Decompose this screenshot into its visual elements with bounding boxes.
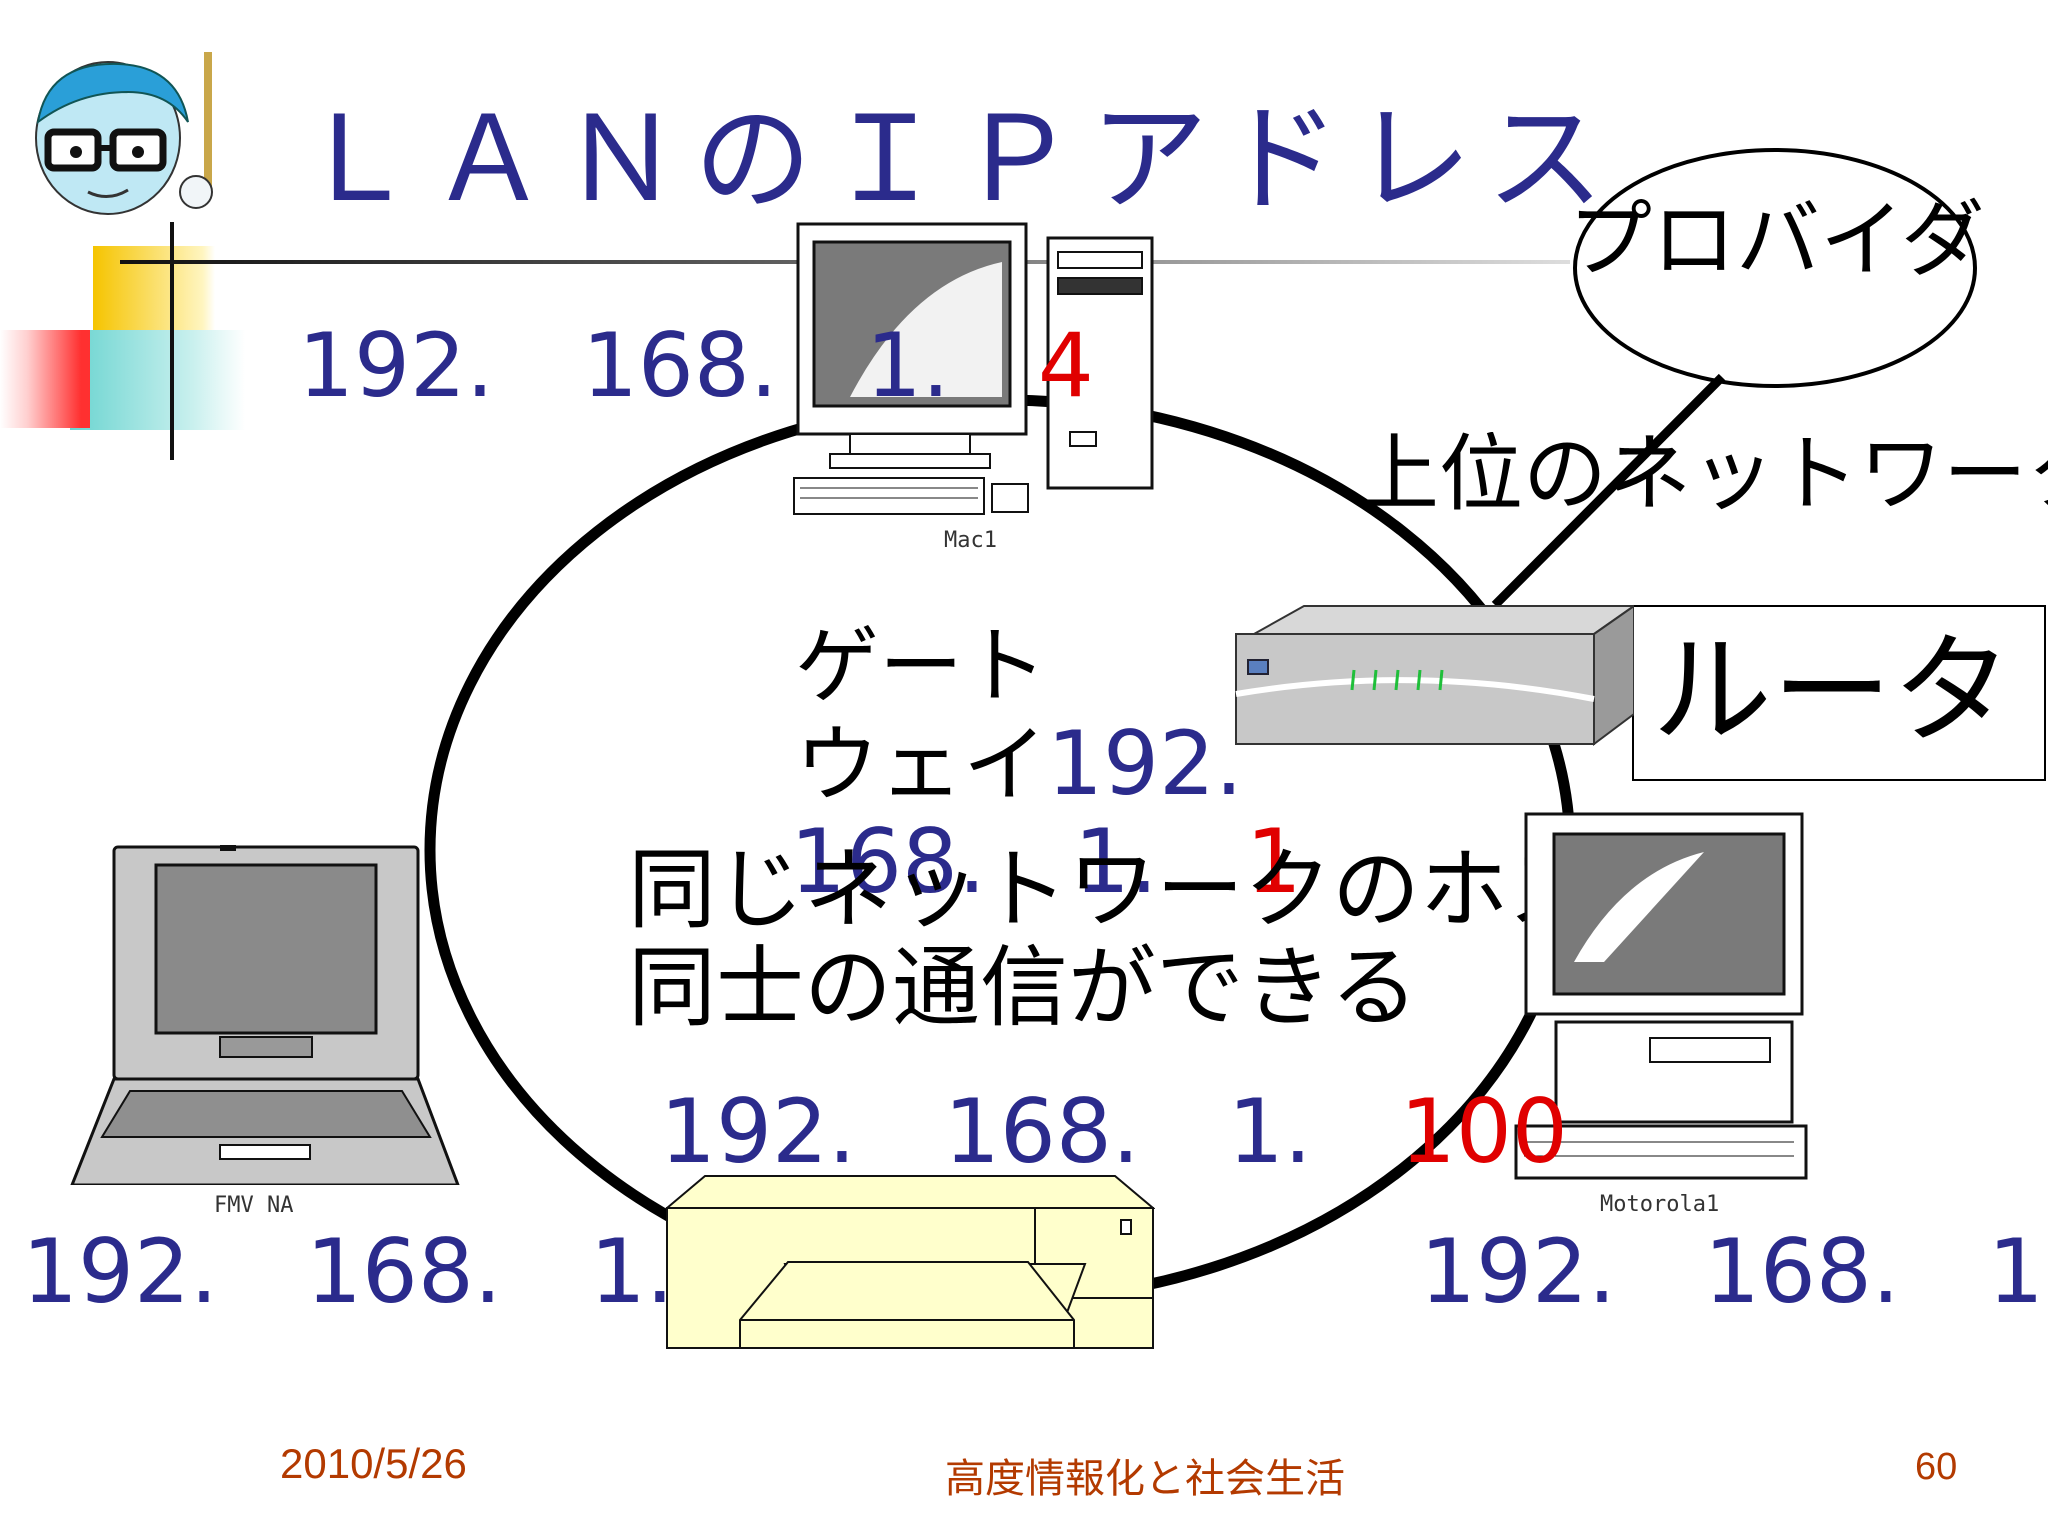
desktop-device-name: Motorola1	[1600, 1192, 1720, 1217]
deco-cyan-square	[70, 330, 245, 430]
printer-ip-prefix: 192. 168. 1.	[660, 1080, 1400, 1183]
router-icon	[1235, 604, 1634, 746]
printer-ip-address: 192. 168. 1. 100	[660, 1088, 1568, 1176]
laptop-device-name: FMV NA	[214, 1193, 294, 1218]
deco-red-square	[0, 330, 90, 428]
gateway-label-line2: ウェイ	[795, 716, 1048, 814]
desktop-ip-address: 192. 168. 1. 3	[1420, 1228, 2048, 1316]
mac-ip-host: 4	[1037, 314, 1094, 417]
provider-ellipse	[1573, 148, 1977, 388]
laptop-icon	[70, 845, 460, 1185]
mac-ip-prefix: 192. 168. 1.	[298, 314, 1038, 417]
teacher-mascot-icon	[35, 52, 213, 215]
provider-label: プロバイダ	[1568, 191, 1985, 289]
deco-vertical-line	[170, 222, 174, 460]
same-network-caption-line2: 同士の通信ができる	[628, 936, 1419, 1039]
gateway-ip-part2: 168. 1.	[790, 810, 1246, 913]
mac-computer-icon	[793, 222, 1154, 515]
router-label: ルータ	[1652, 622, 2012, 761]
gateway-ip-line2: 168. 1. 1	[790, 818, 1302, 906]
upper-network-label: 上位のネットワーク	[1355, 432, 2048, 516]
uplink-line	[1491, 373, 1726, 609]
desktop-ip-clip: 192. 168. 1. 3	[1420, 1228, 2048, 1328]
printer-ip-host: 100	[1399, 1080, 1568, 1183]
mac-device-name: Mac1	[944, 528, 997, 553]
footer-course-title: 高度情報化と社会生活	[945, 1456, 1345, 1502]
gateway-label-line2-row: ウェイ192.	[795, 720, 1243, 808]
gateway-label-line1: ゲート	[795, 617, 1048, 715]
slide-title: ＬＡＮのＩＰアドレス	[298, 90, 1619, 228]
desktop-computer-icon	[1514, 812, 1808, 1180]
laptop-ip-prefix: 192. 168. 1.	[22, 1220, 762, 1323]
same-network-caption-line1: 同じネットワークのホスト	[628, 838, 1685, 941]
desktop-ip-prefix: 192. 168. 1.	[1420, 1228, 2048, 1323]
router-label-box: ルータ	[1632, 605, 2046, 781]
gateway-ip-part1: 192.	[1047, 712, 1243, 815]
footer-date: 2010/5/26	[280, 1440, 467, 1487]
footer-page-number: 60	[1915, 1446, 1958, 1488]
gateway-ip-host: 1	[1245, 810, 1302, 913]
mac-ip-address: 192. 168. 1. 4	[298, 322, 1094, 410]
printer-tray-icon	[739, 1261, 1075, 1349]
